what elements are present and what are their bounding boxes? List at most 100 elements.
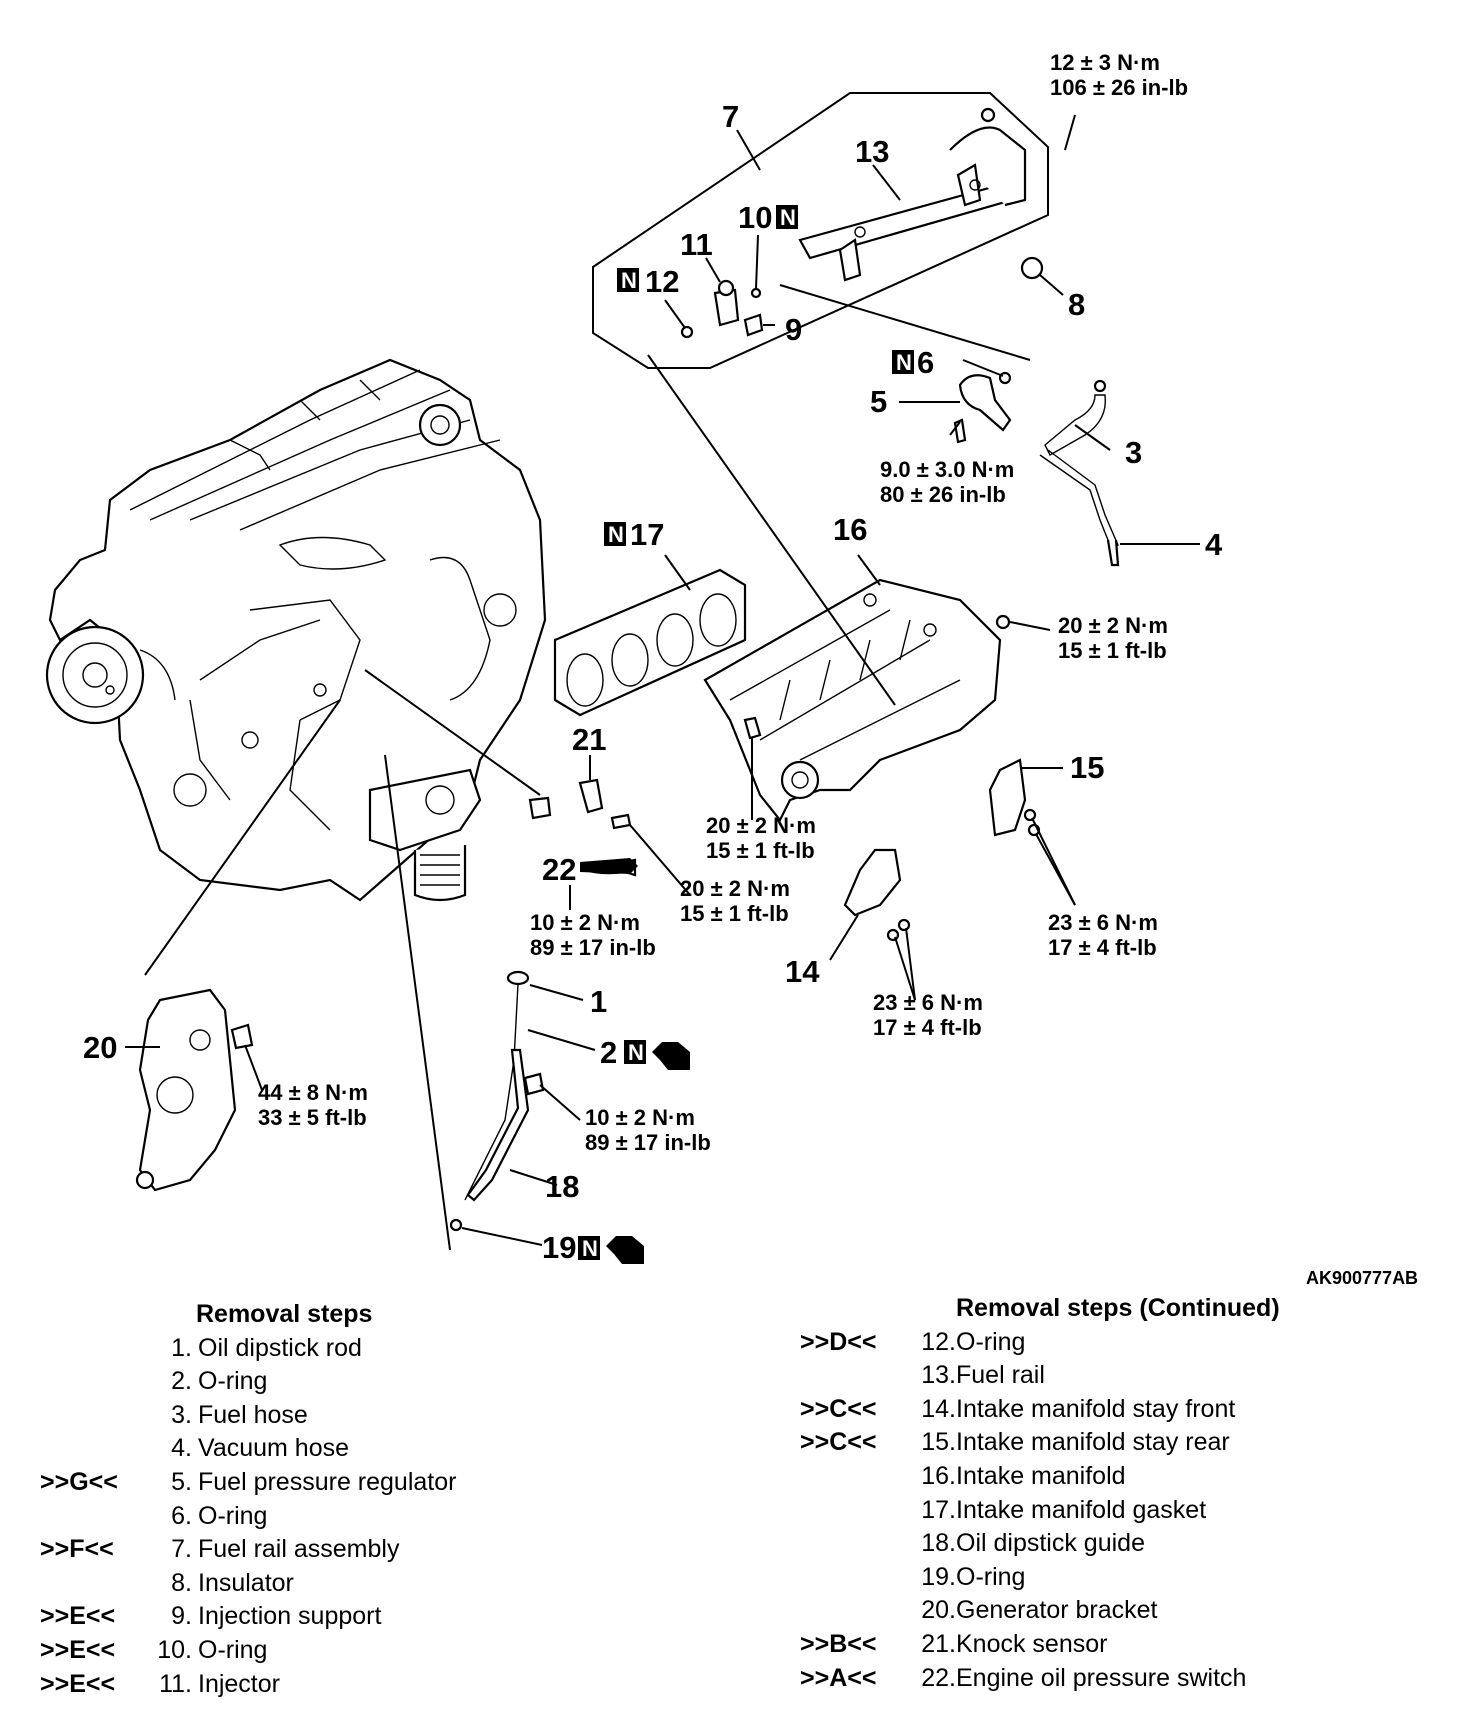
removal-steps-continued-list: Removal steps (Continued) >>D<<12.O-ring…: [800, 1292, 1440, 1695]
step-reference: >>B<<: [800, 1629, 877, 1658]
step-number: 1.: [171, 1333, 192, 1362]
step-label: Fuel rail: [956, 1361, 1045, 1390]
step-label: Intake manifold stay front: [956, 1394, 1236, 1423]
step-number: 14.: [921, 1394, 956, 1423]
callout-18: 18: [545, 1169, 579, 1204]
step-number: 12.: [921, 1327, 956, 1356]
step-number: 20.: [921, 1596, 956, 1625]
step-number: 16.: [921, 1461, 956, 1490]
step-number: 17.: [921, 1495, 956, 1524]
callout-9: 9: [785, 312, 802, 347]
step-label: Oil dipstick rod: [198, 1333, 362, 1362]
step-row: 17.Intake manifold gasket: [800, 1494, 1440, 1528]
torque-oil-switch-imp: 89 ± 17 in-lb: [530, 935, 656, 960]
step-row: >>D<<12.O-ring: [800, 1326, 1440, 1360]
step-reference: >>E<<: [40, 1635, 116, 1664]
sealant-tube-icon: [580, 858, 638, 874]
step-row: 18.Oil dipstick guide: [800, 1527, 1440, 1561]
step-label: Intake manifold stay rear: [956, 1428, 1230, 1457]
step-label: Fuel hose: [198, 1400, 308, 1429]
step-number: 3.: [171, 1400, 192, 1429]
step-number: 2.: [171, 1367, 192, 1396]
step-label: Intake manifold: [956, 1461, 1126, 1490]
step-row: >>F<<7.Fuel rail assembly: [40, 1533, 660, 1567]
removal-steps-continued-title: Removal steps (Continued): [956, 1294, 1280, 1322]
step-number: 18.: [921, 1529, 956, 1558]
step-label: O-ring: [198, 1367, 268, 1396]
new-part-mark-10: N: [776, 205, 798, 230]
callout-13: 13: [855, 134, 889, 169]
svg-text:N: N: [582, 1236, 598, 1261]
step-row: 1.Oil dipstick rod: [40, 1332, 660, 1366]
step-label: Fuel pressure regulator: [198, 1467, 457, 1496]
torque-stay-front-imp: 17 ± 4 ft-lb: [873, 1015, 982, 1040]
step-row: 4.Vacuum hose: [40, 1432, 660, 1466]
callout-10: 10: [738, 200, 772, 235]
step-reference: >>E<<: [40, 1602, 116, 1631]
torque-manifold-nut-nm: 20 ± 2 N·m: [1058, 613, 1168, 638]
step-row: >>E<<9.Injection support: [40, 1600, 660, 1634]
torque-regulator-nm: 9.0 ± 3.0 N·m: [880, 457, 1014, 482]
step-number: 9.: [171, 1602, 192, 1631]
svg-text:N: N: [621, 268, 637, 293]
callout-7: 7: [722, 99, 739, 134]
step-row: >>C<< 14.Intake manifold stay front: [800, 1393, 1440, 1427]
step-reference: >>F<<: [40, 1535, 114, 1564]
step-number: 21.: [921, 1629, 956, 1658]
oil-can-icon: [606, 1236, 644, 1264]
step-number: 7.: [171, 1535, 192, 1564]
new-part-mark-17: N: [604, 522, 626, 547]
step-row: 8.Insulator: [40, 1567, 660, 1601]
step-number: 19.: [921, 1562, 956, 1591]
step-row: >>E<<10.O-ring: [40, 1634, 660, 1668]
step-number: 10.: [157, 1635, 192, 1664]
torque-dipstick-nm: 10 ± 2 N·m: [585, 1105, 695, 1130]
torque-rail-bolt-imp: 106 ± 26 in-lb: [1050, 75, 1188, 100]
callout-20: 20: [83, 1030, 117, 1065]
step-row: 3.Fuel hose: [40, 1399, 660, 1433]
oil-can-icon: [652, 1042, 690, 1070]
torque-knock-imp: 15 ± 1 ft-lb: [680, 901, 789, 926]
step-number: 11.: [159, 1669, 192, 1698]
step-label: Intake manifold gasket: [956, 1495, 1207, 1524]
step-label: O-ring: [956, 1562, 1026, 1591]
torque-rail-bolt-nm: 12 ± 3 N·m: [1050, 50, 1160, 75]
new-part-mark-2: N: [624, 1040, 646, 1065]
step-row: 16.Intake manifold: [800, 1460, 1440, 1494]
step-row: 19.O-ring: [800, 1561, 1440, 1595]
step-reference: >>C<<: [800, 1394, 877, 1423]
callout-4: 4: [1205, 527, 1223, 562]
step-number: 13.: [921, 1361, 956, 1390]
callout-8: 8: [1068, 287, 1085, 322]
step-label: Generator bracket: [956, 1596, 1158, 1625]
intake-manifold: [703, 578, 1011, 823]
removal-steps-title: Removal steps: [196, 1300, 373, 1328]
step-row: >>C<<15.Intake manifold stay rear: [800, 1426, 1440, 1460]
svg-text:N: N: [628, 1040, 644, 1065]
step-label: Oil dipstick guide: [956, 1529, 1145, 1558]
callout-5: 5: [870, 384, 887, 419]
torque-regulator-imp: 80 ± 26 in-lb: [880, 482, 1006, 507]
step-reference: >>A<<: [800, 1663, 877, 1692]
step-label: Injector: [198, 1669, 280, 1698]
torque-knock-nm: 20 ± 2 N·m: [680, 876, 790, 901]
step-row: 20.Generator bracket: [800, 1594, 1440, 1628]
torque-generator-nm: 44 ± 8 N·m: [258, 1080, 368, 1105]
callout-numbers: 7 13 10 N 11 N 12 9 8 N 6 5 3 4 16 N 17 …: [83, 99, 1223, 1265]
step-reference: >>G<<: [40, 1467, 118, 1496]
torque-manifold-bolt-imp: 15 ± 1 ft-lb: [706, 838, 815, 863]
torque-stay-rear-nm: 23 ± 6 N·m: [1048, 910, 1158, 935]
step-label: Engine oil pressure switch: [956, 1663, 1247, 1692]
step-number: 4.: [171, 1434, 192, 1463]
callout-2: 2: [600, 1035, 617, 1070]
step-number: 5.: [171, 1467, 192, 1496]
step-number: 15.: [921, 1428, 956, 1457]
step-row: 2.O-ring: [40, 1365, 660, 1399]
callout-19: 19: [542, 1230, 576, 1265]
step-label: O-ring: [956, 1327, 1026, 1356]
new-part-mark-19: N: [578, 1236, 600, 1261]
step-row: 13.Fuel rail: [800, 1359, 1440, 1393]
regulator-and-hoses: [953, 371, 1120, 567]
step-reference: >>E<<: [40, 1669, 116, 1698]
